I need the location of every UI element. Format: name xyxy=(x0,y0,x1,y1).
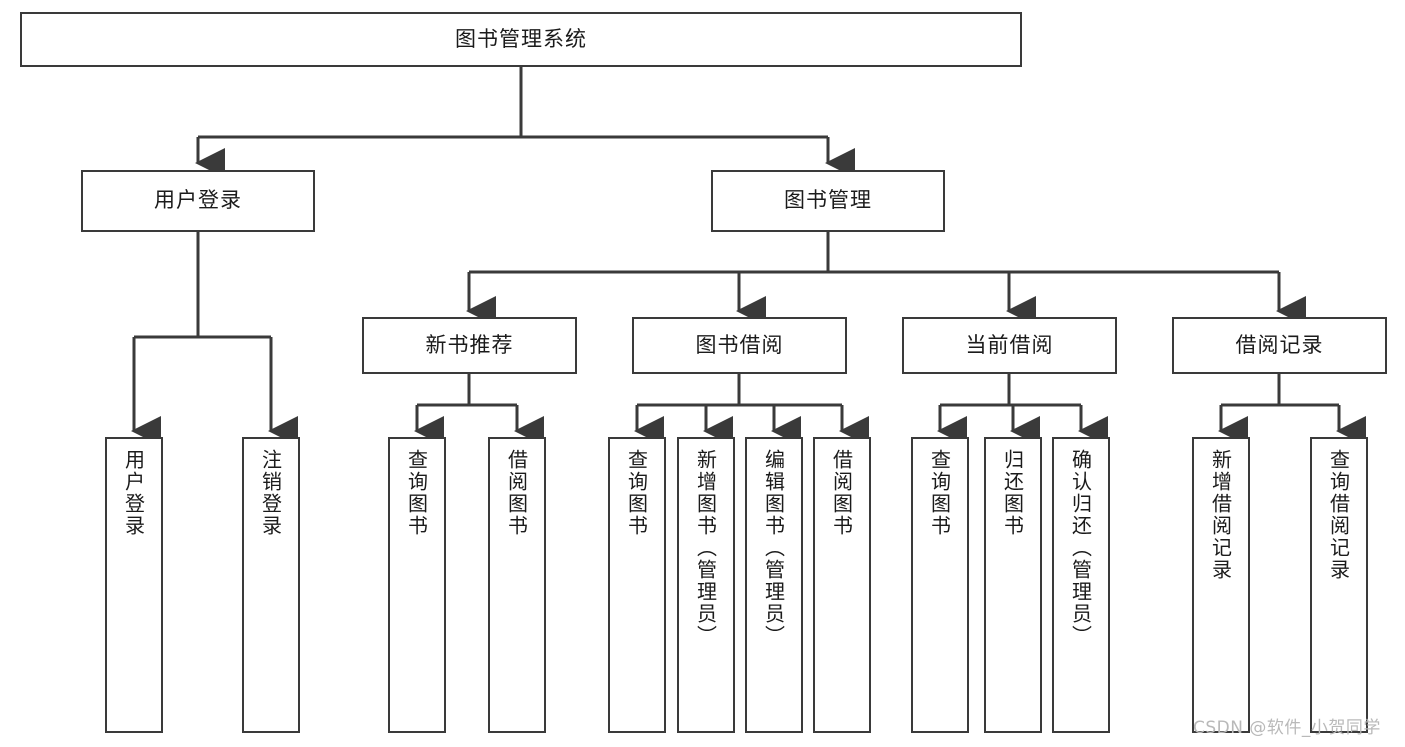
node-leaf-query-record[interactable]: 查询借阅记录 xyxy=(1310,437,1368,733)
node-leaf-query-book-1-label: 查询图书 xyxy=(404,449,429,537)
node-leaf-add-book-label: 新增图书（管理员） xyxy=(693,449,718,647)
node-leaf-add-book[interactable]: 新增图书（管理员） xyxy=(677,437,735,733)
node-book-borrow-label: 图书借阅 xyxy=(695,332,784,357)
node-borrow-record-label: 借阅记录 xyxy=(1235,332,1324,357)
node-leaf-query-record-label: 查询借阅记录 xyxy=(1326,449,1351,581)
node-user-login[interactable]: 用户登录 xyxy=(81,170,315,232)
node-leaf-borrow-book-1-label: 借阅图书 xyxy=(504,449,529,537)
node-leaf-edit-book-label: 编辑图书（管理员） xyxy=(761,449,786,647)
node-leaf-return-book[interactable]: 归还图书 xyxy=(984,437,1042,733)
node-leaf-user-login-label: 用户登录 xyxy=(121,449,146,537)
csdn-watermark: CSDN @软件_小贺同学 xyxy=(1193,718,1381,738)
node-leaf-confirm-return[interactable]: 确认归还（管理员） xyxy=(1052,437,1110,733)
node-book-manage-label: 图书管理 xyxy=(784,188,872,213)
node-leaf-borrow-book-2[interactable]: 借阅图书 xyxy=(813,437,871,733)
node-new-book-recommend[interactable]: 新书推荐 xyxy=(362,317,577,374)
node-leaf-edit-book[interactable]: 编辑图书（管理员） xyxy=(745,437,803,733)
node-leaf-user-login[interactable]: 用户登录 xyxy=(105,437,163,733)
node-leaf-logout[interactable]: 注销登录 xyxy=(242,437,300,733)
node-book-manage[interactable]: 图书管理 xyxy=(711,170,945,232)
node-leaf-query-book-3-label: 查询图书 xyxy=(927,449,952,537)
node-user-login-label: 用户登录 xyxy=(154,188,242,213)
node-leaf-borrow-book-2-label: 借阅图书 xyxy=(829,449,854,537)
node-book-borrow[interactable]: 图书借阅 xyxy=(632,317,847,374)
node-leaf-return-book-label: 归还图书 xyxy=(1000,449,1025,537)
node-leaf-query-book-1[interactable]: 查询图书 xyxy=(388,437,446,733)
node-leaf-confirm-return-label: 确认归还（管理员） xyxy=(1068,449,1093,647)
node-leaf-add-record[interactable]: 新增借阅记录 xyxy=(1192,437,1250,733)
node-borrow-record[interactable]: 借阅记录 xyxy=(1172,317,1387,374)
node-current-borrow-label: 当前借阅 xyxy=(965,332,1054,357)
node-leaf-query-book-3[interactable]: 查询图书 xyxy=(911,437,969,733)
node-leaf-borrow-book-1[interactable]: 借阅图书 xyxy=(488,437,546,733)
node-root[interactable]: 图书管理系统 xyxy=(20,12,1022,67)
node-leaf-add-record-label: 新增借阅记录 xyxy=(1208,449,1233,581)
node-leaf-query-book-2[interactable]: 查询图书 xyxy=(608,437,666,733)
node-leaf-logout-label: 注销登录 xyxy=(258,449,283,537)
node-leaf-query-book-2-label: 查询图书 xyxy=(624,449,649,537)
node-new-book-recommend-label: 新书推荐 xyxy=(425,332,514,357)
node-current-borrow[interactable]: 当前借阅 xyxy=(902,317,1117,374)
node-root-label: 图书管理系统 xyxy=(455,26,587,51)
